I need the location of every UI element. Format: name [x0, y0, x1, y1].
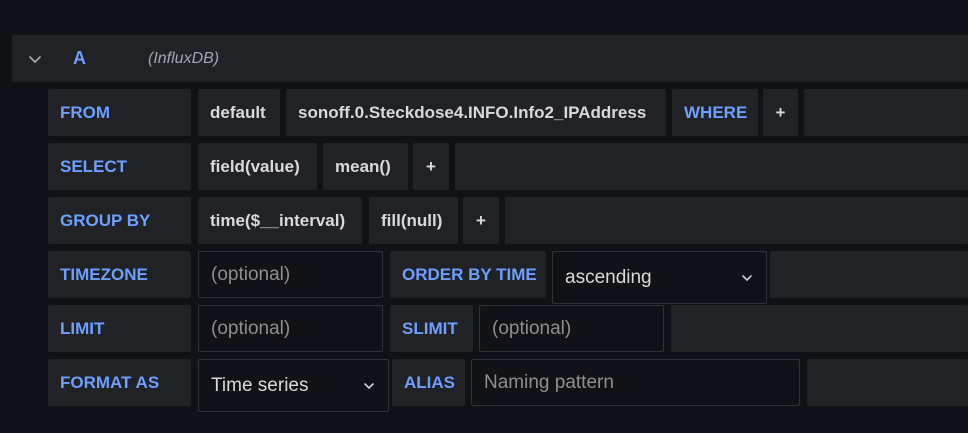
add-where-button[interactable]: + [763, 89, 798, 136]
format-as-value: Time series [211, 374, 309, 396]
group-by-row-filler [505, 197, 968, 244]
order-by-time-label: ORDER BY TIME [390, 251, 546, 298]
from-label: FROM [48, 89, 191, 136]
timezone-input[interactable]: (optional) [198, 251, 383, 298]
where-label: WHERE [672, 89, 758, 136]
timezone-placeholder: (optional) [211, 263, 291, 285]
measurement-segment[interactable]: sonoff.0.Steckdose4.INFO.Info2_IPAddress [286, 89, 666, 136]
group-time-segment[interactable]: time($__interval) [198, 197, 362, 244]
format-row-filler [807, 359, 968, 406]
add-group-by-button[interactable]: + [463, 197, 499, 244]
aggregation-segment[interactable]: mean() [323, 143, 408, 190]
order-by-value: ascending [565, 266, 652, 288]
fill-segment[interactable]: fill(null) [369, 197, 458, 244]
chevron-down-icon [742, 274, 752, 281]
from-row-filler [804, 89, 968, 136]
timezone-label: TIMEZONE [48, 251, 191, 298]
datasource-name: (InfluxDB) [148, 50, 220, 67]
select-row-filler [455, 143, 968, 190]
select-label: SELECT [48, 143, 191, 190]
field-segment[interactable]: field(value) [198, 143, 317, 190]
format-as-select[interactable]: Time series [198, 359, 389, 412]
chevron-down-icon [364, 382, 374, 389]
retention-policy-segment[interactable]: default [198, 89, 280, 136]
limit-row-filler [671, 305, 968, 352]
limit-placeholder: (optional) [211, 317, 291, 339]
slimit-placeholder: (optional) [492, 317, 572, 339]
timezone-row-filler [770, 251, 968, 298]
alias-placeholder: Naming pattern [484, 371, 614, 393]
slimit-input[interactable]: (optional) [479, 305, 664, 352]
alias-input[interactable]: Naming pattern [471, 359, 800, 406]
chevron-down-icon[interactable] [27, 51, 43, 67]
slimit-label: SLIMIT [390, 305, 473, 352]
order-by-select[interactable]: ascending [552, 251, 767, 304]
group-by-label: GROUP BY [48, 197, 191, 244]
add-select-button[interactable]: + [413, 143, 449, 190]
query-ref-id[interactable]: A [73, 48, 86, 68]
query-header[interactable] [12, 35, 968, 82]
limit-input[interactable]: (optional) [198, 305, 383, 352]
limit-label: LIMIT [48, 305, 191, 352]
alias-label: ALIAS [392, 359, 465, 406]
format-as-label: FORMAT AS [48, 359, 191, 406]
